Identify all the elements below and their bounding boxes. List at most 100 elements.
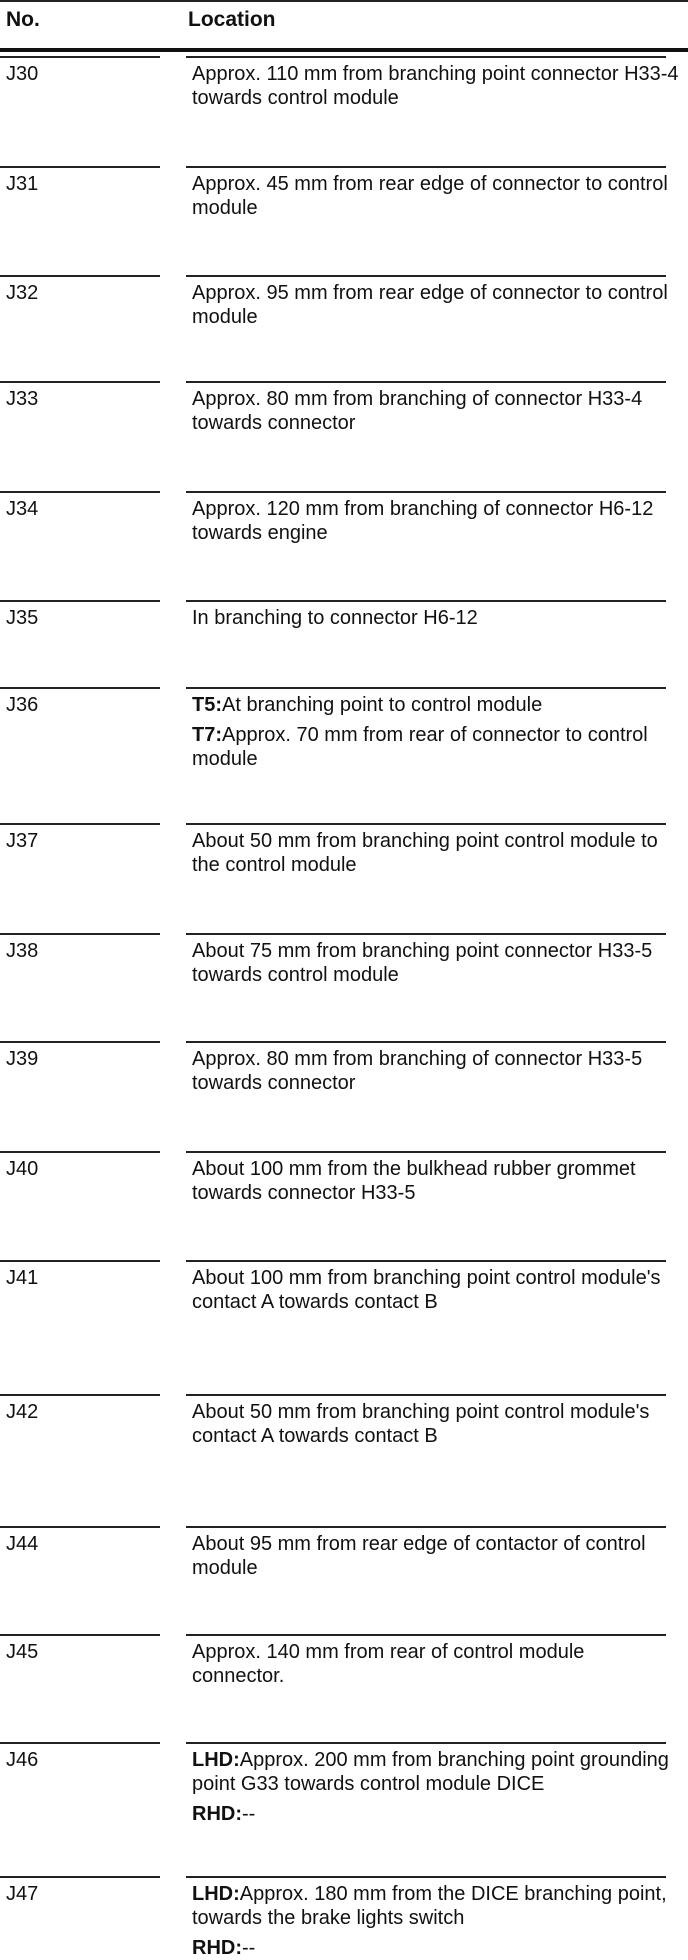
location-paragraph: Approx. 80 mm from branching of connecto… bbox=[192, 1047, 682, 1095]
row-number: J35 bbox=[6, 607, 39, 629]
row-rule-location bbox=[186, 600, 666, 602]
row-number: J45 bbox=[6, 1641, 39, 1663]
table-header: No. Location bbox=[0, 0, 688, 60]
row-rule-no bbox=[0, 275, 160, 277]
location-text: Approx. 95 mm from rear edge of connecto… bbox=[192, 282, 668, 328]
variant-label: LHD: bbox=[192, 1749, 240, 1771]
variant-label: T7: bbox=[192, 724, 222, 746]
location-text: Approx. 120 mm from branching of connect… bbox=[192, 498, 654, 544]
row-number: J46 bbox=[6, 1749, 39, 1771]
location-text: Approx. 45 mm from rear edge of connecto… bbox=[192, 173, 668, 219]
row-rule-location bbox=[186, 491, 666, 493]
location-text: Approx. 80 mm from branching of connecto… bbox=[192, 388, 643, 434]
row-rule-location bbox=[186, 1394, 666, 1396]
row-rule-no bbox=[0, 933, 160, 935]
row-rule-location bbox=[186, 1041, 666, 1043]
variant-label: T5: bbox=[192, 694, 222, 716]
row-rule-location bbox=[186, 687, 666, 689]
row-location: About 100 mm from branching point contro… bbox=[192, 1266, 682, 1314]
row-rule-location bbox=[186, 1151, 666, 1153]
location-paragraph: About 100 mm from the bulkhead rubber gr… bbox=[192, 1157, 682, 1205]
location-text: Approx. 140 mm from rear of control modu… bbox=[192, 1641, 585, 1687]
header-location: Location bbox=[188, 8, 276, 31]
row-rule-no bbox=[0, 491, 160, 493]
row-number: J39 bbox=[6, 1048, 39, 1070]
location-text: About 100 mm from branching point contro… bbox=[192, 1267, 661, 1313]
header-no: No. bbox=[6, 8, 40, 31]
location-text: Approx. 80 mm from branching of connecto… bbox=[192, 1048, 643, 1094]
row-rule-no bbox=[0, 1394, 160, 1396]
row-number: J33 bbox=[6, 388, 39, 410]
header-rule bbox=[0, 48, 688, 52]
location-text: Approx. 200 mm from branching point grou… bbox=[192, 1749, 669, 1795]
row-number: J44 bbox=[6, 1533, 39, 1555]
location-paragraph: RHD:-- bbox=[192, 1936, 682, 1960]
row-location: Approx. 80 mm from branching of connecto… bbox=[192, 1047, 682, 1095]
location-paragraph: In branching to connector H6-12 bbox=[192, 606, 682, 630]
row-location: Approx. 80 mm from branching of connecto… bbox=[192, 387, 682, 435]
location-text: About 75 mm from branching point connect… bbox=[192, 940, 653, 986]
location-paragraph: T5:At branching point to control module bbox=[192, 693, 682, 717]
row-rule-location bbox=[186, 56, 666, 58]
row-rule-no bbox=[0, 1041, 160, 1043]
row-location: Approx. 45 mm from rear edge of connecto… bbox=[192, 172, 682, 220]
location-paragraph: Approx. 95 mm from rear edge of connecto… bbox=[192, 281, 682, 329]
location-paragraph: About 95 mm from rear edge of contactor … bbox=[192, 1532, 682, 1580]
row-rule-no bbox=[0, 687, 160, 689]
row-number: J32 bbox=[6, 282, 39, 304]
row-number: J36 bbox=[6, 694, 39, 716]
row-location: Approx. 95 mm from rear edge of connecto… bbox=[192, 281, 682, 329]
location-paragraph: Approx. 45 mm from rear edge of connecto… bbox=[192, 172, 682, 220]
location-text: At branching point to control module bbox=[222, 694, 543, 716]
row-rule-no bbox=[0, 381, 160, 383]
location-text: Approx. 110 mm from branching point conn… bbox=[192, 63, 679, 109]
row-rule-location bbox=[186, 381, 666, 383]
row-number: J38 bbox=[6, 940, 39, 962]
location-paragraph: RHD:-- bbox=[192, 1802, 682, 1826]
location-paragraph: About 50 mm from branching point control… bbox=[192, 829, 682, 877]
location-paragraph: Approx. 110 mm from branching point conn… bbox=[192, 62, 682, 110]
row-rule-location bbox=[186, 1876, 666, 1878]
row-rule-no bbox=[0, 600, 160, 602]
row-rule-no bbox=[0, 1526, 160, 1528]
variant-label: RHD: bbox=[192, 1937, 242, 1959]
row-location: LHD:Approx. 180 mm from the DICE branchi… bbox=[192, 1882, 682, 1960]
row-rule-location bbox=[186, 166, 666, 168]
row-location: LHD:Approx. 200 mm from branching point … bbox=[192, 1748, 682, 1826]
row-location: About 100 mm from the bulkhead rubber gr… bbox=[192, 1157, 682, 1205]
row-rule-no bbox=[0, 1742, 160, 1744]
row-number: J37 bbox=[6, 830, 39, 852]
location-paragraph: About 50 mm from branching point control… bbox=[192, 1400, 682, 1448]
row-location: About 75 mm from branching point connect… bbox=[192, 939, 682, 987]
row-rule-location bbox=[186, 1634, 666, 1636]
row-rule-no bbox=[0, 166, 160, 168]
row-rule-location bbox=[186, 1260, 666, 1262]
row-number: J40 bbox=[6, 1158, 39, 1180]
row-rule-no bbox=[0, 1151, 160, 1153]
location-paragraph: Approx. 140 mm from rear of control modu… bbox=[192, 1640, 682, 1688]
location-paragraph: About 75 mm from branching point connect… bbox=[192, 939, 682, 987]
row-rule-no bbox=[0, 1260, 160, 1262]
row-number: J47 bbox=[6, 1883, 39, 1905]
row-number: J31 bbox=[6, 173, 39, 195]
location-text: About 95 mm from rear edge of contactor … bbox=[192, 1533, 646, 1579]
location-paragraph: LHD:Approx. 180 mm from the DICE branchi… bbox=[192, 1882, 682, 1930]
location-text: In branching to connector H6-12 bbox=[192, 607, 478, 629]
row-location: Approx. 140 mm from rear of control modu… bbox=[192, 1640, 682, 1688]
location-text: About 50 mm from branching point control… bbox=[192, 1401, 650, 1447]
location-text: About 100 mm from the bulkhead rubber gr… bbox=[192, 1158, 636, 1204]
row-rule-location bbox=[186, 275, 666, 277]
row-number: J34 bbox=[6, 498, 39, 520]
row-location: About 50 mm from branching point control… bbox=[192, 829, 682, 877]
location-text: Approx. 180 mm from the DICE branching p… bbox=[192, 1883, 667, 1929]
location-paragraph: About 100 mm from branching point contro… bbox=[192, 1266, 682, 1314]
row-number: J41 bbox=[6, 1267, 39, 1289]
row-location: About 50 mm from branching point control… bbox=[192, 1400, 682, 1448]
location-paragraph: LHD:Approx. 200 mm from branching point … bbox=[192, 1748, 682, 1796]
location-paragraph: Approx. 120 mm from branching of connect… bbox=[192, 497, 682, 545]
row-rule-no bbox=[0, 1634, 160, 1636]
row-rule-location bbox=[186, 823, 666, 825]
row-number: J30 bbox=[6, 63, 39, 85]
row-location: Approx. 120 mm from branching of connect… bbox=[192, 497, 682, 545]
row-rule-location bbox=[186, 1742, 666, 1744]
